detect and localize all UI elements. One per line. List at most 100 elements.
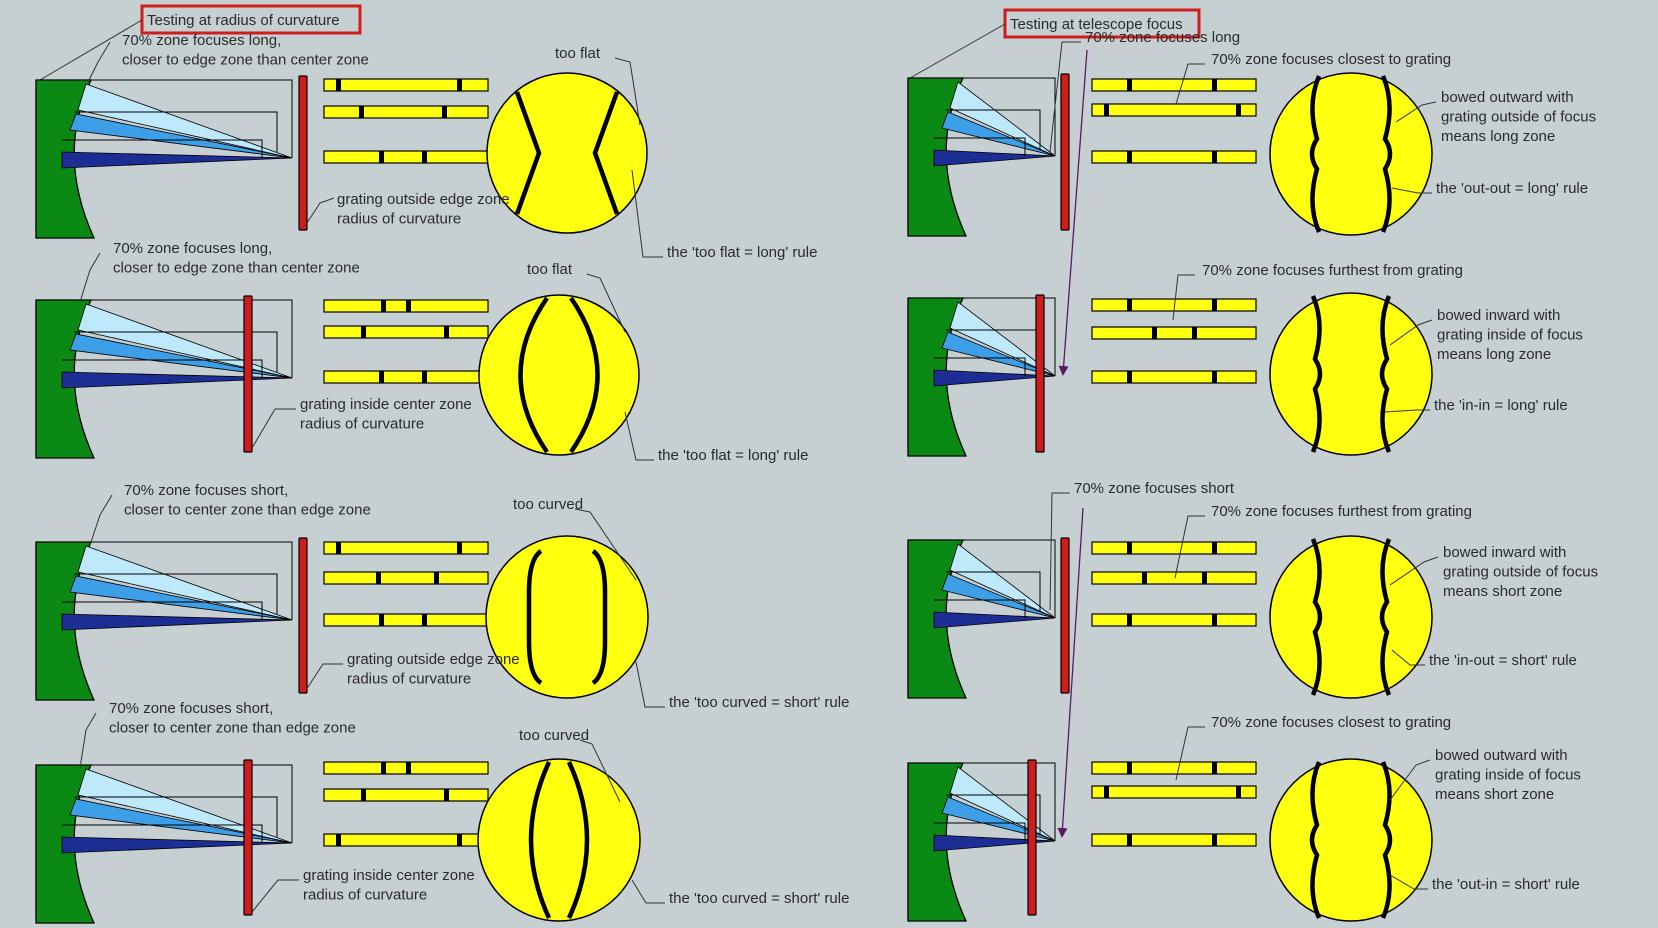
shape-label-line: means short zone: [1435, 786, 1554, 803]
focus-line-center: [934, 599, 1026, 618]
rule-label: the 'out-in = short' rule: [1432, 876, 1580, 893]
grating: [1035, 294, 1045, 453]
ronchi-band: [1091, 571, 1257, 585]
light-cone-70: [69, 575, 293, 621]
panel-4: 70% zone focuses short,closer to center …: [35, 700, 849, 924]
grating: [243, 295, 253, 453]
grating-label-line: 70% zone focuses closest to grating: [1211, 714, 1451, 731]
ronchi-band-tick: [1127, 299, 1132, 311]
ronchi-band: [1091, 370, 1257, 384]
ronchi-band-tick: [336, 79, 341, 91]
panels: 70% zone focuses long, closer to edge zon…: [35, 29, 1598, 924]
focus-line-edge: [963, 539, 1056, 618]
leader-line: [1389, 319, 1433, 346]
grating-label-line: grating outside edge zone: [337, 191, 510, 208]
ronchi-band-tick: [1127, 762, 1132, 774]
grating-label-line: radius of curvature: [347, 671, 471, 688]
ronchi-band-tick: [379, 151, 384, 163]
heading-left: Testing at radius of curvature: [147, 12, 340, 29]
grating: [1060, 73, 1070, 231]
zone-label-line: closer to center zone than edge zone: [109, 720, 356, 737]
ronchi-band-tick: [422, 151, 427, 163]
shape-label-line: means short zone: [1443, 583, 1562, 600]
ronchi-band-tick: [444, 789, 449, 801]
grating-label: 70% zone focuses furthest from grating: [1202, 262, 1463, 279]
panel-8: 70% zone focuses closest to gratingbowed…: [907, 714, 1581, 922]
zone-label-line: 70% zone focuses long,: [113, 240, 272, 257]
light-cone-center: [933, 611, 1056, 629]
ronchi-band-tick: [442, 106, 447, 118]
ronchi-line-right: [566, 761, 590, 919]
focus-line-center: [62, 139, 263, 158]
ronchi-band: [1091, 103, 1257, 117]
focus-line-edge: [963, 77, 1056, 156]
zone-label: 70% zone focuses long, closer to edge zon…: [122, 32, 369, 69]
leader-line: [89, 494, 113, 546]
ronchi-band-tick: [406, 300, 411, 312]
ronchi-band-tick: [422, 614, 427, 626]
ronchi-band-tick: [381, 762, 386, 774]
leader-line: [305, 663, 343, 691]
ronchigram-disc: [1269, 72, 1433, 236]
ronchi-line-left: [1310, 295, 1323, 453]
ronchi-line-left: [526, 549, 543, 685]
ronchi-band-tick: [434, 572, 439, 584]
light-cone-70: [941, 573, 1056, 619]
ronchi-band-tick: [1212, 299, 1217, 311]
ronchi-band-tick: [1152, 327, 1157, 339]
zone-label-line: closer to edge zone than center zone: [122, 52, 369, 69]
rule-label: the 'out-out = long' rule: [1436, 180, 1588, 197]
leader-line: [1175, 726, 1205, 781]
rule-label: the 'too curved = short' rule: [669, 694, 849, 711]
ronchi-band: [323, 833, 489, 847]
grating-label: 70% zone focuses closest to grating: [1211, 714, 1451, 731]
focus-line-70: [74, 111, 278, 152]
ronchi-line-right: [1379, 538, 1392, 696]
focus-line-edge: [91, 541, 293, 620]
ronchi-band-tick: [1127, 151, 1132, 163]
ronchi-band-rect: [323, 370, 489, 384]
grating: [298, 75, 308, 231]
zone-label: 70% zone focuses long: [1085, 29, 1240, 46]
ronchigram-disc: [485, 535, 649, 699]
ronchi-band: [323, 788, 489, 802]
rule-label: the 'too curved = short' rule: [669, 890, 849, 907]
leader-line: [1174, 515, 1205, 579]
leader-line: [1049, 492, 1070, 611]
leader-line: [1395, 101, 1437, 123]
zone-label-line: 70% zone focuses long,: [122, 32, 281, 49]
light-cone-edge: [949, 81, 1056, 157]
rule-label: the 'too flat = long' rule: [667, 244, 817, 261]
leader-line: [79, 252, 101, 303]
ronchi-band-tick: [1192, 327, 1197, 339]
light-cone-70: [69, 798, 293, 844]
leader-line: [635, 661, 665, 708]
grating: [1027, 759, 1037, 916]
light-cone-center: [61, 371, 293, 389]
focus-line-edge: [963, 762, 1056, 841]
ronchi-band: [1091, 326, 1257, 340]
ronchi-band-tick: [379, 371, 384, 383]
ronchi-line-right: [1379, 295, 1392, 453]
ronchi-band: [1091, 78, 1257, 92]
focus-line-70: [74, 796, 278, 837]
focus-line-edge: [963, 297, 1056, 376]
ronchigram-disc: [486, 72, 648, 234]
leader-line: [631, 879, 665, 904]
leader-line: [251, 408, 296, 449]
ronchi-band-tick: [1212, 151, 1217, 163]
ronchi-band-rect: [323, 78, 489, 92]
ronchi-band-tick: [457, 79, 462, 91]
ronchi-band-tick: [1127, 614, 1132, 626]
light-cone-70: [69, 333, 293, 379]
leader-line: [1389, 759, 1431, 801]
light-cone-center: [933, 149, 1056, 167]
ronchigram-disc: [1269, 758, 1433, 922]
leader-line: [1391, 649, 1425, 666]
ronchi-band: [1091, 761, 1257, 775]
ronchi-band-tick: [1212, 79, 1217, 91]
focus-line-70: [946, 571, 1041, 612]
